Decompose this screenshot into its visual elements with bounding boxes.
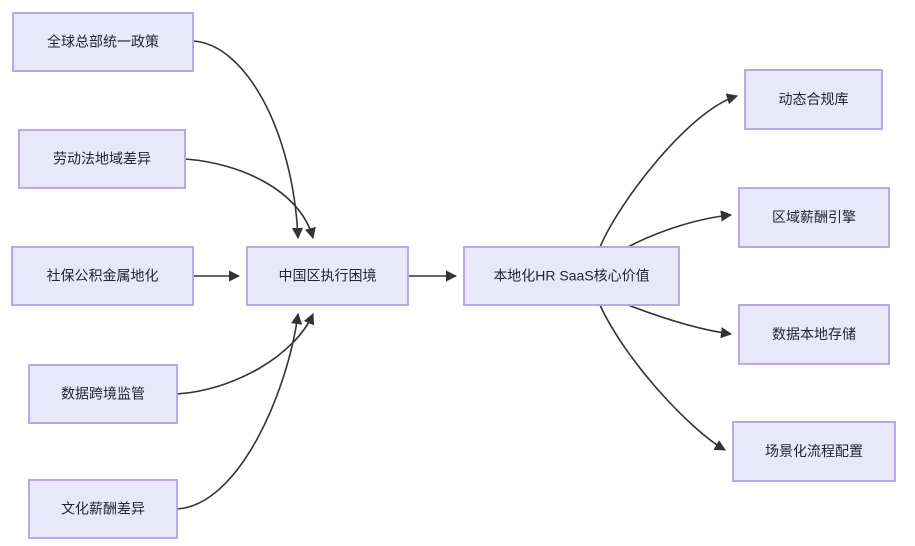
node-box-c2[interactable] [463,246,680,306]
node-label-c1: 中国区执行困境 [279,268,377,284]
node-c2[interactable]: 本地化HR SaaS核心价值 [463,246,680,306]
node-n2[interactable]: 劳动法地域差异 [18,129,186,189]
edge-n2-to-c1 [184,158,316,240]
node-o2[interactable]: 区域薪酬引擎 [738,187,890,248]
node-label-o2: 区域薪酬引擎 [772,209,856,225]
node-box-n3[interactable] [11,246,194,306]
node-label-c2: 本地化HR SaaS核心价值 [493,268,649,284]
edge-n4-to-c1 [176,312,315,395]
node-label-n3: 社保公积金属地化 [47,268,159,284]
node-box-o1[interactable] [744,69,883,130]
node-box-c1[interactable] [246,246,409,306]
node-box-o2[interactable] [738,187,890,248]
node-c1[interactable]: 中国区执行困境 [246,246,409,306]
node-n3[interactable]: 社保公积金属地化 [11,246,194,306]
node-box-o4[interactable] [732,421,896,482]
node-label-o1: 动态合规库 [779,91,849,107]
node-box-n1[interactable] [12,12,194,72]
node-o1[interactable]: 动态合规库 [744,69,883,130]
node-n1[interactable]: 全球总部统一政策 [12,12,194,72]
node-o3[interactable]: 数据本地存储 [738,304,890,365]
edge-c2-to-o4 [599,304,726,451]
edge-c2-to-o2 [627,210,733,248]
node-n4[interactable]: 数据跨境监管 [28,364,178,424]
node-label-o4: 场景化流程配置 [765,443,863,459]
edge-c2-to-o3 [627,304,733,339]
node-box-n5[interactable] [28,479,178,539]
node-label-n5: 文化薪酬差异 [61,501,145,517]
node-box-n2[interactable] [18,129,186,189]
node-n5[interactable]: 文化薪酬差异 [28,479,178,539]
node-label-n1: 全球总部统一政策 [47,34,159,50]
edge-n1-to-c1 [192,40,304,240]
node-label-o3: 数据本地存储 [772,326,856,342]
node-label-n2: 劳动法地域差异 [53,151,151,167]
node-box-n4[interactable] [28,364,178,424]
edges-layer [176,40,739,510]
edge-c2-to-o1 [599,93,739,248]
node-box-o3[interactable] [738,304,890,365]
node-o4[interactable]: 场景化流程配置 [732,421,896,482]
edge-n5-to-c1 [176,312,303,510]
node-label-n4: 数据跨境监管 [61,386,145,402]
